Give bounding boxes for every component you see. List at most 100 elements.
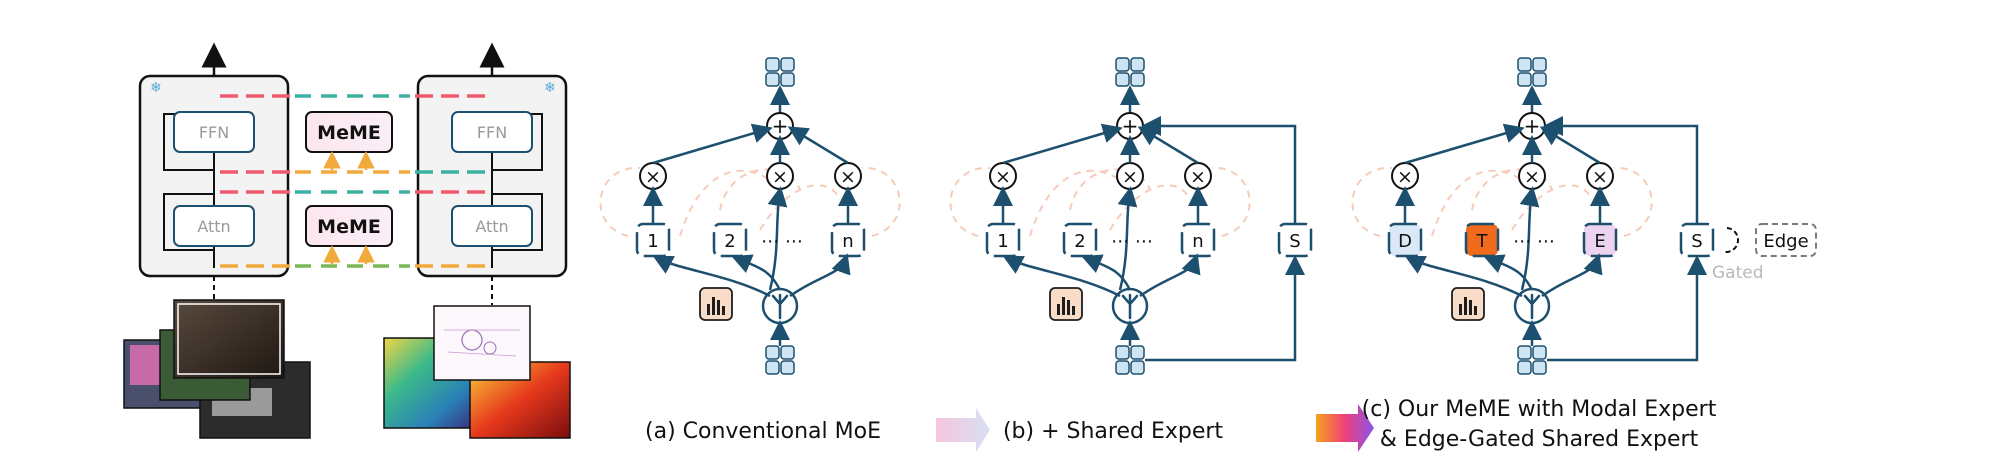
expert-label: 2 bbox=[724, 231, 735, 252]
arrow-line bbox=[1081, 254, 1132, 291]
arrow-line bbox=[1404, 255, 1523, 298]
arrow-line bbox=[1002, 255, 1121, 298]
ellipsis: ⋯ ⋯ bbox=[1111, 231, 1153, 252]
histogram-icon bbox=[1049, 287, 1083, 321]
expert-box bbox=[712, 222, 748, 258]
gated-label: Gated bbox=[1712, 263, 1764, 283]
moe-panel-1: + × × × 1 2 n ⋯ ⋯ (a) Conventional MoE bbox=[599, 57, 901, 444]
input-token-grid bbox=[1115, 345, 1145, 375]
times-symbol: × bbox=[1122, 166, 1138, 188]
times-symbol: × bbox=[645, 166, 661, 188]
shared-expert-label: S bbox=[1289, 231, 1300, 252]
panel-caption: (a) Conventional MoE bbox=[645, 419, 881, 444]
expert-box bbox=[1464, 222, 1500, 258]
expert-label: T bbox=[1476, 231, 1489, 252]
arrow-line bbox=[789, 253, 851, 298]
arrow-line bbox=[1539, 126, 1601, 165]
arrow-line bbox=[652, 255, 771, 298]
arrow-line bbox=[1145, 255, 1305, 362]
times-symbol: × bbox=[1592, 166, 1608, 188]
arrow-line bbox=[652, 123, 773, 165]
arrow-line bbox=[1547, 255, 1707, 362]
expert-label: 2 bbox=[1074, 231, 1085, 252]
arrow-line bbox=[1137, 126, 1199, 165]
snowflake-icon: ❄ bbox=[150, 80, 162, 96]
meme-block-bottom bbox=[305, 205, 393, 247]
input-token-grid bbox=[765, 345, 795, 375]
snowflake-icon: ❄ bbox=[544, 80, 556, 96]
panel-caption-line1: (c) Our MeME with Modal Expert bbox=[1362, 397, 1717, 422]
ffn-block-left bbox=[173, 111, 255, 153]
arrow-line bbox=[1404, 123, 1525, 165]
attn-label: Attn bbox=[475, 217, 508, 236]
plus-symbol: + bbox=[1524, 114, 1541, 138]
dashed-loop bbox=[1211, 166, 1251, 237]
arrow-line bbox=[1483, 254, 1534, 291]
arrow-line bbox=[731, 254, 782, 291]
dashed-loop bbox=[1471, 168, 1553, 211]
ellipsis: ⋯ ⋯ bbox=[761, 231, 803, 252]
times-symbol: × bbox=[995, 166, 1011, 188]
gate-cycle-icon bbox=[1724, 227, 1739, 254]
transition-arrow-strong bbox=[1316, 404, 1374, 452]
dashed-loop bbox=[1109, 184, 1191, 231]
expert-label: 1 bbox=[647, 231, 658, 252]
dashed-loop bbox=[1511, 184, 1593, 231]
attn-label: Attn bbox=[197, 217, 230, 236]
times-symbol: × bbox=[772, 166, 788, 188]
dashed-loop bbox=[599, 166, 641, 237]
expert-box bbox=[1062, 222, 1098, 258]
input-token-grid bbox=[1517, 345, 1547, 375]
attn-block-right bbox=[451, 205, 533, 247]
ffn-label: FFN bbox=[477, 123, 507, 142]
dashed-loop bbox=[1351, 166, 1393, 237]
output-token-grid bbox=[765, 57, 795, 87]
depth-event-image-stack bbox=[383, 305, 571, 439]
plus-symbol: + bbox=[772, 114, 789, 138]
dashed-loop bbox=[1069, 168, 1151, 211]
attn-block-left bbox=[173, 205, 255, 247]
edge-box bbox=[1755, 223, 1817, 257]
expert-label: E bbox=[1594, 231, 1605, 252]
dashed-loop bbox=[759, 184, 841, 231]
panel-caption-line2: & Edge-Gated Shared Expert bbox=[1380, 427, 1699, 452]
arrow-line bbox=[1141, 116, 1297, 224]
transition-arrow-light bbox=[936, 408, 990, 452]
left-architecture: ❄ ❄ FFN Attn FFN Attn MeME MeME bbox=[123, 42, 571, 439]
arrow-line bbox=[1541, 253, 1603, 298]
ellipsis: ⋯ ⋯ bbox=[1513, 231, 1555, 252]
times-symbol: × bbox=[1524, 166, 1540, 188]
output-token-grid bbox=[1115, 57, 1145, 87]
plus-symbol: + bbox=[1122, 114, 1139, 138]
expert-label: 1 bbox=[997, 231, 1008, 252]
expert-label: D bbox=[1398, 231, 1412, 252]
dashed-loop bbox=[949, 166, 991, 237]
expert-label: n bbox=[842, 231, 853, 252]
times-symbol: × bbox=[1190, 166, 1206, 188]
arrow-line bbox=[1139, 253, 1201, 298]
shared-expert-label: S bbox=[1691, 231, 1702, 252]
panel-caption: (b) + Shared Expert bbox=[1003, 419, 1223, 444]
arrow-line bbox=[1543, 116, 1699, 224]
meme-label: MeME bbox=[317, 122, 381, 144]
histogram-icon bbox=[699, 287, 733, 321]
times-symbol: × bbox=[840, 166, 856, 188]
moe-panel-2: + × × × 1 2 n ⋯ ⋯ S (b) + Shared Expert bbox=[949, 57, 1313, 444]
arrow-line bbox=[787, 126, 849, 165]
meme-block-top bbox=[305, 111, 393, 153]
ffn-label: FFN bbox=[199, 123, 229, 142]
times-symbol: × bbox=[1397, 166, 1413, 188]
output-token-grid bbox=[1517, 57, 1547, 87]
dashed-loop bbox=[1613, 166, 1653, 237]
ffn-block-right bbox=[451, 111, 533, 153]
edge-label: Edge bbox=[1763, 231, 1808, 252]
dashed-loop bbox=[861, 166, 901, 237]
expert-label: n bbox=[1192, 231, 1203, 252]
histogram-icon bbox=[1451, 287, 1485, 321]
rgb-thermal-image-stack bbox=[123, 299, 311, 439]
meme-label: MeME bbox=[317, 216, 381, 238]
dashed-loop bbox=[719, 168, 801, 211]
arrow-line bbox=[1002, 123, 1123, 165]
